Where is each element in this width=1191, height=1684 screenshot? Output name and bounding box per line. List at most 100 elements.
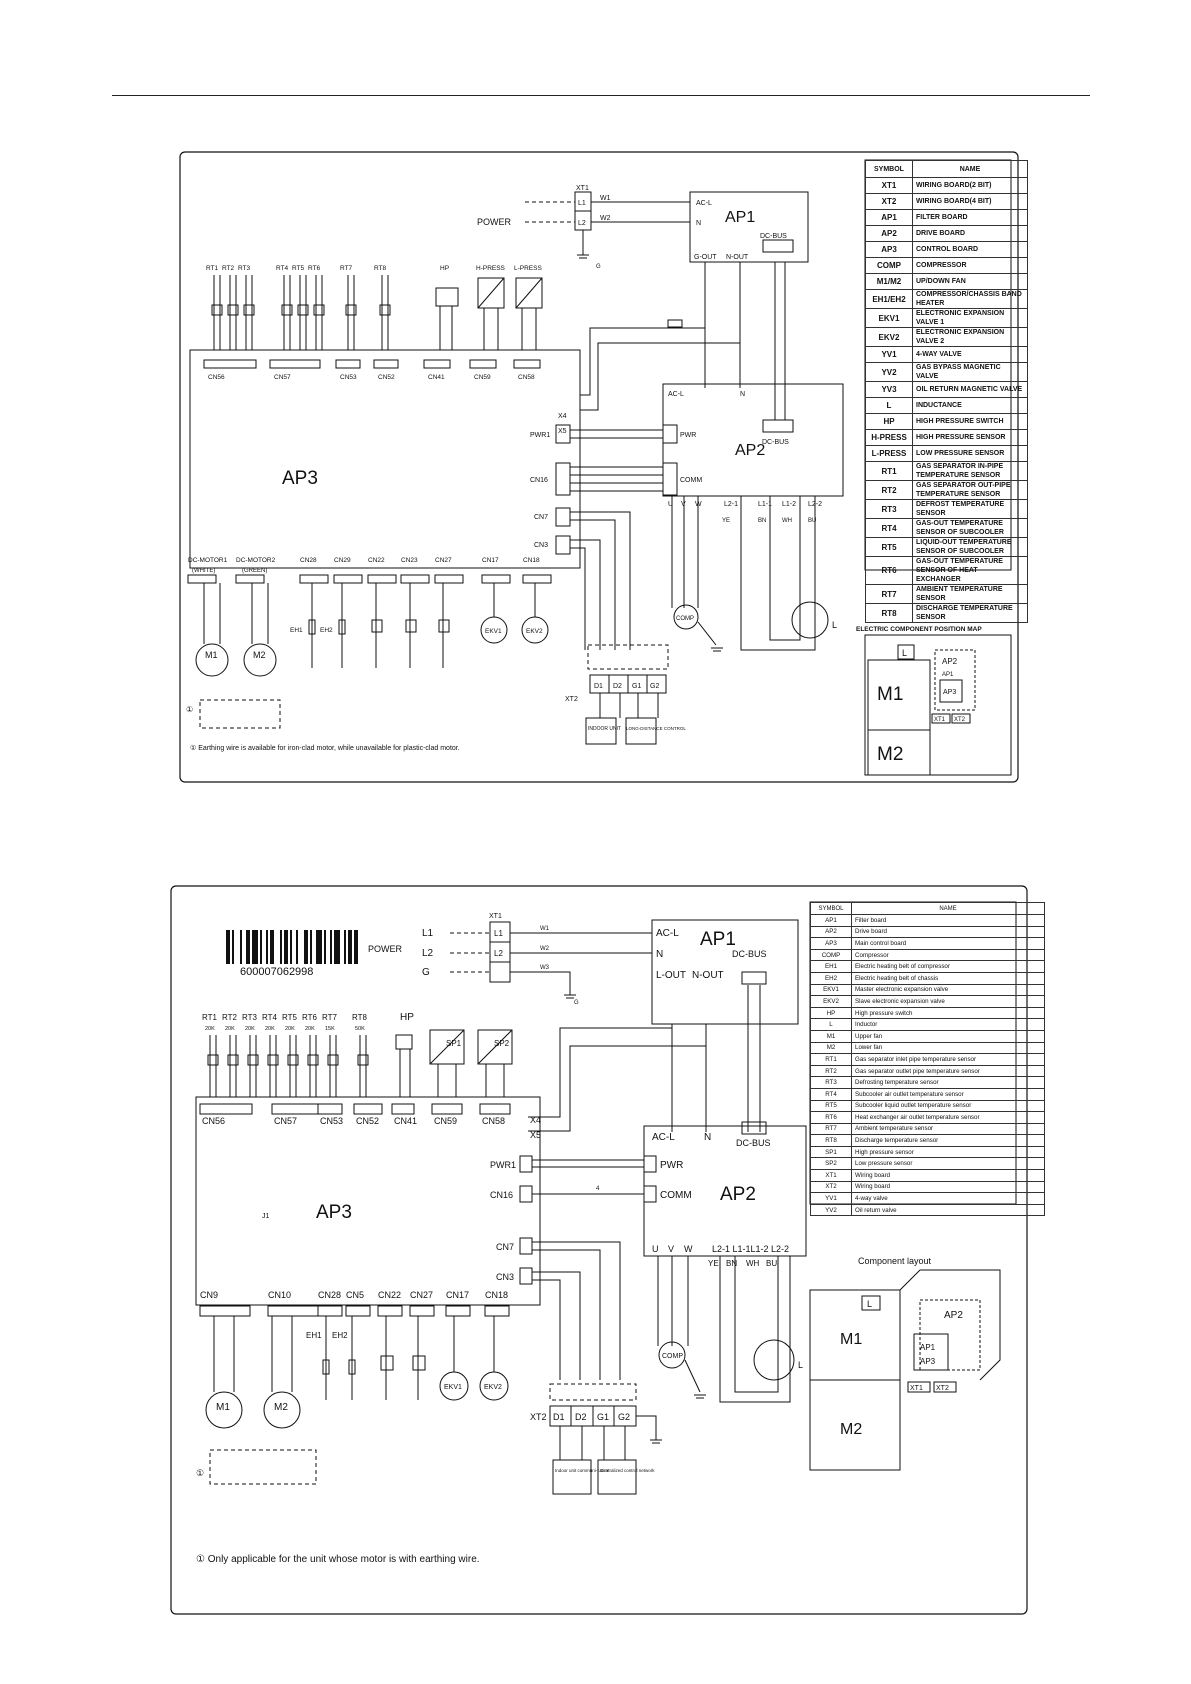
connector-icon: [317, 1305, 343, 1317]
connector-icon: [199, 1305, 251, 1317]
d1-terminal-l1: L1: [578, 200, 586, 207]
d1-ap2-v: V: [681, 501, 686, 508]
d2-layout-m1: M1: [840, 1331, 862, 1348]
d2-legend-name: Gas separator inlet pipe temperature sen…: [851, 1053, 1045, 1066]
d2-xt1-label: XT1: [489, 913, 502, 920]
thermistor-icon: [227, 1054, 239, 1066]
d1-legend-symbol: RT8: [865, 603, 913, 623]
d1-bottom-connector-label: CN27: [435, 557, 452, 564]
d1-ap1-gout: G-OUT: [694, 254, 717, 261]
d1-legend-symbol: EH1/EH2: [865, 289, 913, 309]
valve-icon: [412, 1355, 426, 1371]
pressure-sensor-icon: [429, 1029, 465, 1065]
d2-sensor-label: RT8: [352, 1013, 368, 1022]
d1-top-connector-label: CN41: [428, 374, 445, 381]
barcode-bar: [260, 930, 262, 964]
d2-side-cn16: CN16: [490, 1190, 513, 1200]
d2-legend-name: Drive board: [851, 925, 1045, 939]
d2-centralized-box: [597, 1459, 637, 1495]
d2-layout-xt1-box: [907, 1381, 931, 1393]
d2-ap2-pwr-connector: [643, 1155, 657, 1173]
connector-icon: [409, 1305, 435, 1317]
d2-legend-symbol: AP1: [810, 914, 852, 927]
d2-line-l2: L2: [422, 948, 434, 959]
d1-legend-symbol: RT6: [865, 556, 913, 585]
d1-ap2-pwr-connector: [662, 424, 678, 444]
d1-top-connector-label: CN52: [378, 374, 395, 381]
d1-ap2-pwr: PWR: [680, 432, 696, 439]
valve-icon: [371, 619, 383, 633]
connector-icon: [345, 1305, 371, 1317]
d1-legend-name: GAS-OUT TEMPERATURE SENSOR OF SUBCOOLER: [912, 518, 1028, 538]
d1-legend-symbol: RT1: [865, 461, 913, 481]
d2-top-connector-label: CN41: [394, 1116, 417, 1126]
d1-earthing-area: [199, 699, 281, 729]
d1-bottom-connector-label: CN18: [523, 557, 540, 564]
d1-ap2-dcbus: DC-BUS: [762, 439, 789, 446]
d2-ap2-pwr: PWR: [660, 1160, 683, 1171]
d1-legend-name: ELECTRONIC EXPANSION VALVE 1: [912, 308, 1028, 328]
d1-ap1-n: N: [696, 220, 701, 227]
d2-terminal-l1: L1: [494, 929, 503, 938]
d2-sensor-value: 20K: [305, 1026, 315, 1032]
d1-cn16-connector: [555, 462, 571, 496]
d2-motor-label: M1: [216, 1402, 230, 1413]
valve-icon: [438, 619, 450, 633]
d1-legend-symbol: HP: [865, 413, 913, 430]
d2-legend-symbol: EKV2: [810, 995, 852, 1008]
connector-icon: [353, 1103, 383, 1115]
d1-fan-inductor-symbol: [791, 601, 829, 639]
d1-legend-name: ELECTRONIC EXPANSION VALVE 2: [912, 327, 1028, 347]
d2-wire-wh: WH: [746, 1259, 760, 1268]
d1-bottom-connector-label: CN23: [401, 557, 418, 564]
d2-layout-xt1: XT1: [910, 1385, 923, 1392]
d2-centralized-label: Centralized control network: [600, 1468, 655, 1473]
d2-top-connector-label: CN59: [434, 1116, 457, 1126]
d2-ap1-acl: AC-L: [656, 928, 679, 939]
barcode-bar: [304, 930, 308, 964]
d2-legend-symbol: RT8: [810, 1134, 852, 1147]
d2-expansion-label: EKV1: [444, 1384, 462, 1391]
d2-xt1-block: [489, 921, 511, 983]
d2-layout-xt2: XT2: [936, 1385, 949, 1392]
d2-ap2-n: N: [704, 1132, 711, 1143]
d2-legend-name: Ambient temperature sensor: [851, 1122, 1045, 1136]
d2-sensor-value: 20K: [285, 1026, 295, 1032]
fan-motor-icon: [205, 1391, 243, 1429]
d2-sensor-label: RT3: [242, 1013, 258, 1022]
d2-side-pwr1: PWR1: [490, 1160, 516, 1170]
d1-xt2-g1: G1: [632, 683, 641, 690]
d2-layout-ap3: AP3: [920, 1357, 936, 1366]
d1-pos-l: L: [902, 648, 907, 658]
d1-terminal-l2: L2: [578, 220, 586, 227]
d2-legend-name: Filter board: [851, 914, 1045, 927]
connector-icon: [271, 1103, 319, 1115]
d1-legend-symbol: RT4: [865, 518, 913, 538]
d2-legend-symbol: RT6: [810, 1111, 852, 1124]
d1-pos-m2-box: [867, 729, 931, 776]
d1-legend-symbol: AP3: [865, 241, 913, 258]
connector-icon: [484, 1305, 510, 1317]
d1-ap2-comm: COMM: [680, 477, 702, 484]
d1-xt2-d1: D1: [594, 683, 603, 690]
d1-legend-name: WIRING BOARD(4 BIT): [912, 193, 1028, 210]
page-header-rule: [112, 95, 1090, 96]
d2-legend-name: High pressure switch: [851, 1006, 1045, 1020]
thermistor-icon: [227, 304, 239, 316]
d2-xt2-g1: G1: [597, 1412, 609, 1422]
d2-legend-symbol: RT7: [810, 1122, 852, 1136]
d2-bottom-connector-label: CN9: [200, 1290, 218, 1300]
d1-power-label: POWER: [477, 217, 512, 227]
valve-icon: [405, 619, 417, 633]
d2-top-connector-label: CN53: [320, 1116, 343, 1126]
d2-xt2-dashed-area: [549, 1383, 637, 1401]
connector-icon: [391, 1103, 415, 1115]
d2-terminal-l2: L2: [494, 949, 503, 958]
